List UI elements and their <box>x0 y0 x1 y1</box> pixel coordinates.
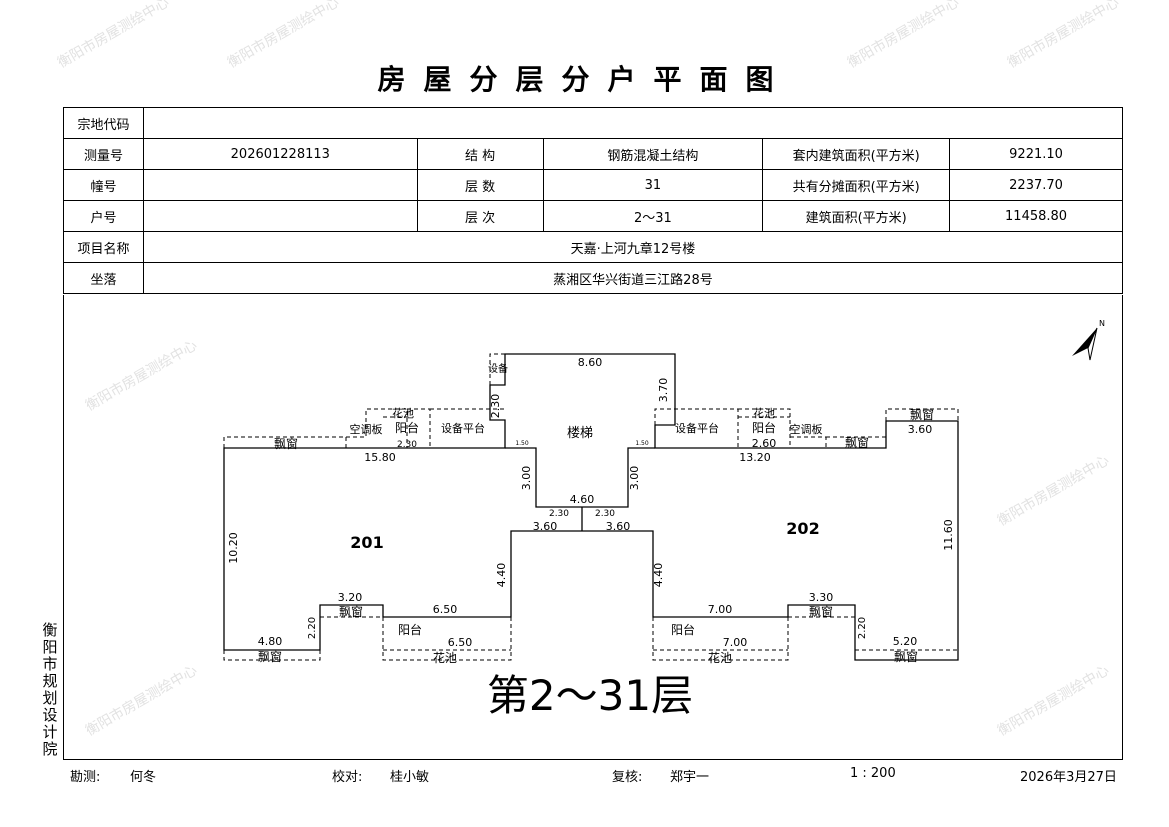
scale: 1 : 200 <box>850 766 896 781</box>
label-bay-bottom-2: 飘窗 <box>258 650 282 664</box>
dim-260: 2.60 <box>752 437 777 450</box>
floors: 31 <box>542 169 764 201</box>
outline-wall <box>223 353 959 661</box>
total-area: 11458.80 <box>949 200 1123 232</box>
label-stairs: 楼梯 <box>567 426 593 441</box>
dim-220-right: 2.20 <box>857 617 868 639</box>
label-bay-top-left: 飘窗 <box>274 437 298 451</box>
building-no-label: 幢号 <box>63 169 144 201</box>
label-planter-bottom-right: 花池 <box>708 650 732 665</box>
reviewer-label: 复核: <box>612 770 643 785</box>
dim-360-right: 3.60 <box>606 520 631 533</box>
label-bay-top-right: 飘窗 <box>845 436 869 450</box>
dim-300-left: 3.00 <box>520 466 533 491</box>
dim-300-right: 3.00 <box>628 466 641 491</box>
total-area-label: 建筑面积(平方米) <box>762 200 951 232</box>
surveyor: 何冬 <box>130 770 157 785</box>
checker: 桂小敏 <box>390 770 430 785</box>
dim-1580: 15.80 <box>364 451 396 464</box>
dim-top: 8.60 <box>578 356 603 369</box>
parcel-code-label: 宗地代码 <box>63 107 144 139</box>
surveyor-label: 勘测: <box>70 770 101 785</box>
label-equipment: 设备 <box>488 362 508 375</box>
dim-230: 2.30 <box>489 394 502 419</box>
dim-320: 3.20 <box>338 591 363 604</box>
project-label: 项目名称 <box>63 231 144 263</box>
label-ac-right: 空调板 <box>790 422 823 436</box>
dim-520: 5.20 <box>893 635 918 648</box>
institute-name: 衡阳市规划设计院 <box>42 621 58 758</box>
dim-460: 4.60 <box>570 493 595 506</box>
plan-frame <box>63 295 1123 760</box>
reviewer: 郑宇一 <box>670 770 710 785</box>
checker-label: 校对: <box>332 770 363 785</box>
label-equipment-platform-right: 设备平台 <box>675 421 719 435</box>
floor-range: 2～31 <box>542 200 764 232</box>
dim-360-left: 3.60 <box>533 520 558 533</box>
label-bay-bottom-4: 飘窗 <box>894 650 918 664</box>
dim-1160: 11.60 <box>942 519 955 551</box>
location: 蒸湘区华兴街道三江路28号 <box>142 262 1124 294</box>
location-label: 坐落 <box>63 262 144 294</box>
dim-360-bay: 3.60 <box>908 423 933 436</box>
dim-150-left: 1.50 <box>515 440 529 447</box>
svg-text:N: N <box>1099 319 1105 328</box>
dim-230-balcony: 2.30 <box>397 440 417 450</box>
floor-caption: 第2～31层 <box>487 671 693 720</box>
dim-1020: 10.20 <box>227 532 240 564</box>
dim-650-bottom: 6.50 <box>448 636 473 649</box>
dim-220-left: 2.20 <box>307 617 318 639</box>
dim-440-right: 4.40 <box>652 563 665 588</box>
dim-480: 4.80 <box>258 635 283 648</box>
dim-150-right: 1.50 <box>635 440 649 447</box>
label-bay-bottom-3: 飘窗 <box>809 605 833 619</box>
inner-area: 9221.10 <box>949 138 1123 170</box>
dim-370: 3.70 <box>657 378 670 403</box>
page-title: 房屋分层分户平面图 <box>377 63 792 96</box>
label-ac-left: 空调板 <box>350 422 383 436</box>
stair-core-wall <box>505 447 655 531</box>
dim-700-bottom: 7.00 <box>723 636 748 649</box>
north-arrow-icon: N <box>1072 319 1105 361</box>
structure: 钢筋混凝土结构 <box>542 138 764 170</box>
dim-1320: 13.20 <box>739 451 771 464</box>
dim-700-top: 7.00 <box>708 603 733 616</box>
unit-202: 202 <box>786 519 819 538</box>
label-balcony-top-left: 阳台 <box>395 420 419 435</box>
label-balcony-bottom-left: 阳台 <box>398 622 422 637</box>
label-bay-bottom-1: 飘窗 <box>339 605 363 619</box>
dim-440-left: 4.40 <box>495 563 508 588</box>
date: 2026年3月27日 <box>1020 770 1117 785</box>
dim-650-top: 6.50 <box>433 603 458 616</box>
shared-area: 2237.70 <box>949 169 1123 201</box>
dim-230-left: 2.30 <box>549 509 569 519</box>
label-equipment-platform-left: 设备平台 <box>441 421 485 435</box>
unit-201: 201 <box>350 533 383 552</box>
dim-330: 3.30 <box>809 591 834 604</box>
label-balcony-top-right: 阳台 <box>752 420 776 435</box>
label-balcony-bottom-right: 阳台 <box>671 622 695 637</box>
label-bay-top-far-right: 飘窗 <box>910 408 934 422</box>
label-planter-top-left: 花池 <box>392 407 414 420</box>
dim-230-right: 2.30 <box>595 509 615 519</box>
label-planter-bottom-left: 花池 <box>433 650 457 665</box>
label-planter-top-right: 花池 <box>753 407 775 420</box>
